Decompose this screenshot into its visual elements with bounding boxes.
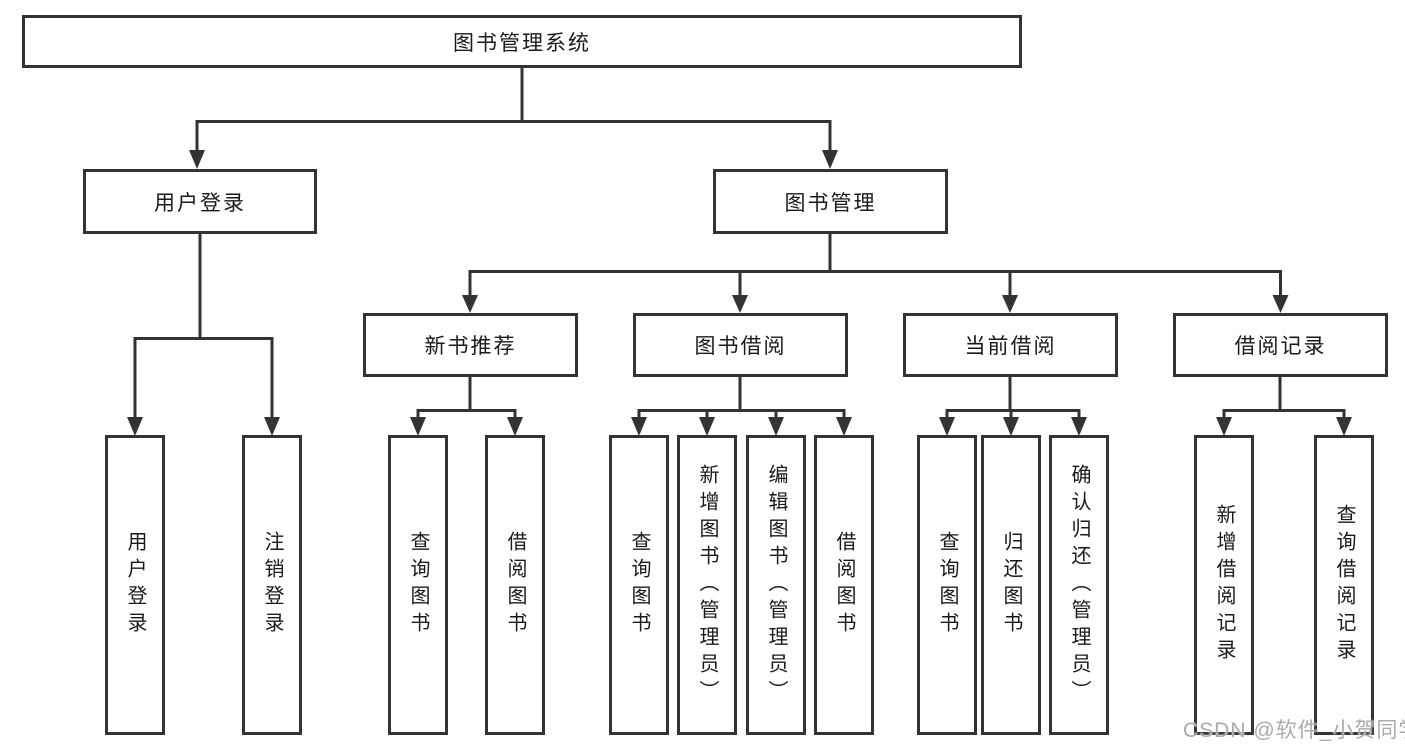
- leaf-confirm-return-admin-label: 确认归还（管理员）: [1068, 463, 1090, 707]
- leaf-borrow-books-recommend: 借阅图书: [485, 435, 545, 735]
- leaf-borrow-books: 借阅图书: [814, 435, 874, 735]
- leaf-add-book-admin: 新增图书（管理员）: [677, 435, 737, 735]
- node-current-borrow: 当前借阅: [903, 313, 1118, 377]
- leaf-borrow-books-recommend-label: 借阅图书: [504, 531, 526, 639]
- leaf-query-books-current: 查询图书: [917, 435, 977, 735]
- leaf-query-books-recommend: 查询图书: [388, 435, 448, 735]
- node-new-book-recommend-label: 新书推荐: [424, 335, 517, 358]
- leaf-logout-label: 注销登录: [261, 531, 283, 639]
- leaf-query-borrow-record-label: 查询借阅记录: [1333, 504, 1355, 666]
- node-root-label: 图书管理系统: [453, 31, 591, 55]
- leaf-query-books-recommend-label: 查询图书: [407, 531, 429, 639]
- leaf-add-borrow-record: 新增借阅记录: [1194, 435, 1254, 735]
- node-book-management: 图书管理: [713, 169, 948, 234]
- node-borrow-records: 借阅记录: [1173, 313, 1388, 377]
- leaf-user-login: 用户登录: [105, 435, 165, 735]
- leaf-add-borrow-record-label: 新增借阅记录: [1213, 504, 1235, 666]
- leaf-user-login-label: 用户登录: [124, 531, 146, 639]
- leaf-return-book: 归还图书: [981, 435, 1041, 735]
- node-user-login: 用户登录: [83, 169, 317, 234]
- node-new-book-recommend: 新书推荐: [363, 313, 578, 377]
- csdn-watermark: CSDN @软件_小贺同学: [1183, 719, 1405, 742]
- node-root: 图书管理系统: [22, 15, 1022, 68]
- leaf-query-books-borrow: 查询图书: [609, 435, 669, 735]
- node-book-borrow: 图书借阅: [633, 313, 848, 377]
- node-borrow-records-label: 借阅记录: [1234, 335, 1327, 358]
- leaf-add-book-admin-label: 新增图书（管理员）: [696, 463, 718, 707]
- leaf-confirm-return-admin: 确认归还（管理员）: [1049, 435, 1109, 735]
- node-user-login-label: 用户登录: [154, 191, 246, 215]
- leaf-borrow-books-label: 借阅图书: [833, 531, 855, 639]
- leaf-edit-book-admin: 编辑图书（管理员）: [746, 435, 806, 735]
- node-book-management-label: 图书管理: [784, 191, 877, 215]
- leaf-logout: 注销登录: [242, 435, 302, 735]
- node-book-borrow-label: 图书借阅: [694, 335, 787, 358]
- leaf-return-book-label: 归还图书: [1000, 531, 1022, 639]
- leaf-query-borrow-record: 查询借阅记录: [1314, 435, 1374, 735]
- leaf-query-books-current-label: 查询图书: [936, 531, 958, 639]
- leaf-edit-book-admin-label: 编辑图书（管理员）: [765, 463, 787, 707]
- leaf-query-books-borrow-label: 查询图书: [628, 531, 650, 639]
- node-current-borrow-label: 当前借阅: [964, 335, 1057, 358]
